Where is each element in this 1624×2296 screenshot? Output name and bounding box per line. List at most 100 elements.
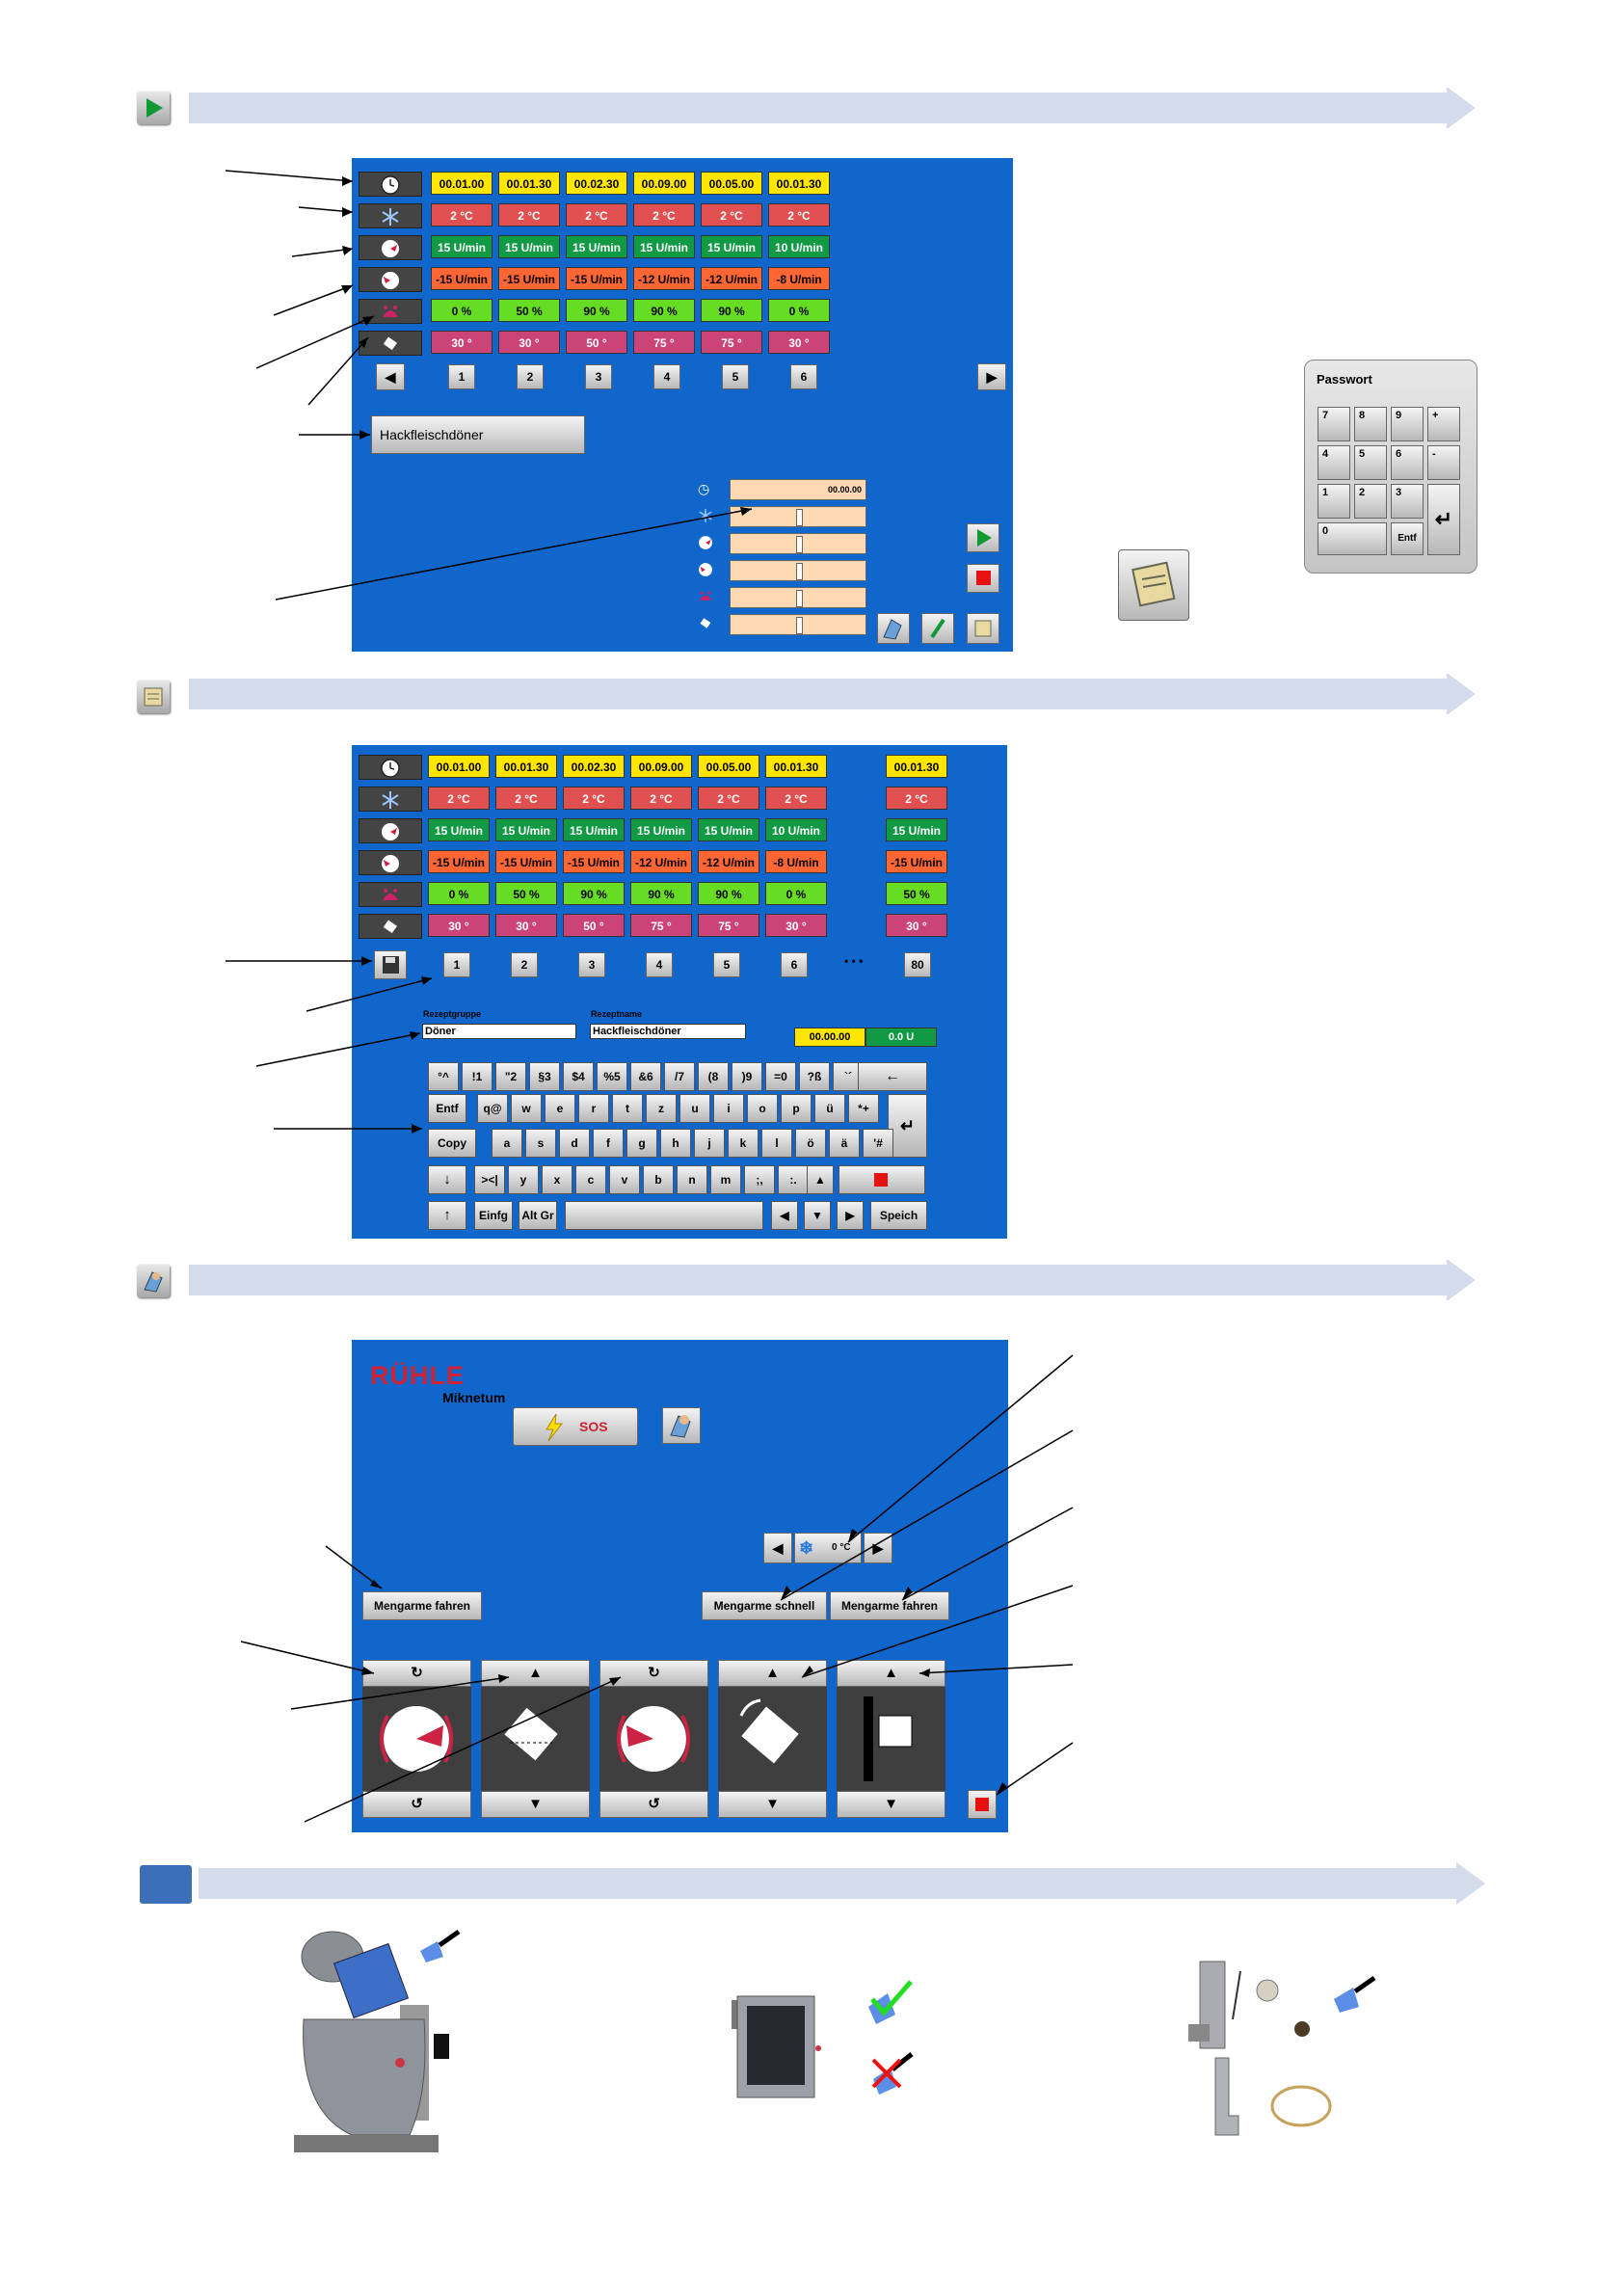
- temperature-cell[interactable]: 2 °C: [498, 203, 560, 227]
- temperature-cell[interactable]: 2 °C: [701, 203, 762, 227]
- key-r3-2[interactable]: d: [559, 1129, 590, 1158]
- angle-cell[interactable]: 30 °: [765, 914, 827, 937]
- step-button-3[interactable]: 3: [578, 952, 605, 977]
- key-r2-4[interactable]: t: [612, 1094, 643, 1123]
- time-cell[interactable]: 00.01.30: [498, 172, 560, 195]
- reverse-speed-cell[interactable]: -8 U/min: [768, 267, 830, 290]
- keypad-key-1[interactable]: 8: [1354, 407, 1387, 441]
- step-button-6[interactable]: 6: [781, 952, 808, 977]
- speed-cell[interactable]: 15 U/min: [498, 235, 560, 258]
- vacuum-cell[interactable]: 90 %: [566, 299, 627, 322]
- key-r4-2[interactable]: x: [542, 1165, 572, 1194]
- keypad-key-0[interactable]: 7: [1318, 407, 1350, 441]
- keypad-key-9[interactable]: 2: [1354, 484, 1387, 519]
- keypad-delete-key[interactable]: Entf: [1391, 522, 1424, 555]
- key-r3-3[interactable]: f: [593, 1129, 624, 1158]
- speed-cell[interactable]: 15 U/min: [431, 235, 493, 258]
- delete-key[interactable]: Entf: [428, 1094, 466, 1123]
- slider-handle[interactable]: [796, 536, 803, 553]
- reverse-speed-cell[interactable]: -15 U/min: [431, 267, 493, 290]
- step-button-80[interactable]: 80: [904, 952, 931, 977]
- alt-gr-key[interactable]: Alt Gr: [519, 1201, 557, 1230]
- key-r1-4[interactable]: $4: [563, 1062, 594, 1091]
- angle-cell[interactable]: 50 °: [563, 914, 625, 937]
- angle-cell[interactable]: 75 °: [630, 914, 692, 937]
- keypad-key-10[interactable]: 3: [1391, 484, 1424, 519]
- column-3-rotate-button[interactable]: ↻: [599, 1660, 708, 1687]
- keypad-key-7[interactable]: -: [1427, 445, 1460, 480]
- keypad-key-4[interactable]: 4: [1318, 445, 1350, 480]
- key-r3-5[interactable]: h: [660, 1129, 691, 1158]
- time-cell[interactable]: 00.01.00: [431, 172, 493, 195]
- angle-cell[interactable]: 75 °: [701, 331, 762, 354]
- step-button-2[interactable]: 2: [517, 364, 544, 389]
- vacuum-cell[interactable]: 90 %: [563, 882, 625, 905]
- step-button-1[interactable]: 1: [443, 952, 470, 977]
- time-cell[interactable]: 00.01.30: [495, 755, 557, 778]
- keypad-key-3[interactable]: +: [1427, 407, 1460, 441]
- key-r4-8[interactable]: ;,: [744, 1165, 775, 1194]
- key-r4-9[interactable]: :.: [778, 1165, 809, 1194]
- reverse-speed-cell[interactable]: -12 U/min: [630, 850, 692, 873]
- recipe-name-button[interactable]: Hackfleischdöner: [371, 415, 585, 454]
- vacuum-cell[interactable]: 0 %: [431, 299, 493, 322]
- slider-handle[interactable]: [796, 590, 803, 607]
- step-button-5[interactable]: 5: [713, 952, 740, 977]
- key-r1-1[interactable]: !1: [462, 1062, 493, 1091]
- vacuum-cell[interactable]: 0 %: [428, 882, 490, 905]
- time-cell[interactable]: 00.01.00: [428, 755, 490, 778]
- reverse-speed-current-slider[interactable]: [730, 560, 866, 581]
- key-r2-10[interactable]: ü: [814, 1094, 845, 1123]
- temperature-cell[interactable]: 2 °C: [765, 787, 827, 810]
- keypad-enter-key[interactable]: ↵: [1427, 484, 1460, 555]
- angle-cell[interactable]: 30 °: [498, 331, 560, 354]
- vacuum-cell[interactable]: 90 %: [701, 299, 762, 322]
- speed-cell[interactable]: 15 U/min: [566, 235, 627, 258]
- time-cell[interactable]: 00.01.30: [765, 755, 827, 778]
- column-1-rotate-back-button[interactable]: ↺: [362, 1791, 471, 1818]
- manual-mode-button-2[interactable]: [662, 1407, 701, 1444]
- key-r1-7[interactable]: /7: [664, 1062, 695, 1091]
- angle-cell[interactable]: 30 °: [495, 914, 557, 937]
- vacuum-cell[interactable]: 50 %: [495, 882, 557, 905]
- key-r4-7[interactable]: m: [710, 1165, 741, 1194]
- key-r4-3[interactable]: c: [575, 1165, 606, 1194]
- vacuum-cell[interactable]: 90 %: [630, 882, 692, 905]
- speed-cell[interactable]: 15 U/min: [428, 818, 490, 841]
- key-r2-11[interactable]: *+: [848, 1094, 879, 1123]
- key-r2-9[interactable]: p: [781, 1094, 812, 1123]
- key-r2-1[interactable]: w: [511, 1094, 542, 1123]
- key-r3-0[interactable]: a: [492, 1129, 522, 1158]
- temp-decrease-button[interactable]: ◀: [763, 1533, 792, 1563]
- reverse-speed-cell[interactable]: -8 U/min: [765, 850, 827, 873]
- temperature-cell[interactable]: 2 °C: [563, 787, 625, 810]
- column-2-down-button[interactable]: ▼: [481, 1791, 590, 1818]
- key-r1-8[interactable]: (8: [698, 1062, 729, 1091]
- edit-button[interactable]: [921, 613, 954, 644]
- reverse-speed-cell-80[interactable]: -15 U/min: [886, 850, 947, 873]
- key-r1-6[interactable]: &6: [630, 1062, 661, 1091]
- angle-cell-80[interactable]: 30 °: [886, 914, 947, 937]
- angle-cell[interactable]: 30 °: [431, 331, 493, 354]
- key-r4-1[interactable]: y: [508, 1165, 539, 1194]
- angle-cell[interactable]: 30 °: [768, 331, 830, 354]
- column-5-up-button[interactable]: ▲: [837, 1660, 945, 1687]
- insert-key[interactable]: Einfg: [474, 1201, 513, 1230]
- reverse-speed-cell[interactable]: -15 U/min: [428, 850, 490, 873]
- reverse-speed-cell[interactable]: -15 U/min: [495, 850, 557, 873]
- shift-key[interactable]: ↑: [428, 1201, 466, 1230]
- vacuum-current-slider[interactable]: [730, 587, 866, 608]
- speed-cell[interactable]: 15 U/min: [633, 235, 695, 258]
- speed-current-slider[interactable]: [730, 533, 866, 554]
- sos-button[interactable]: SOS: [513, 1407, 638, 1446]
- key-r1-3[interactable]: §3: [529, 1062, 560, 1091]
- column-1-rotate-button[interactable]: ↻: [362, 1660, 471, 1687]
- speed-cell[interactable]: 15 U/min: [630, 818, 692, 841]
- speed-cell[interactable]: 10 U/min: [768, 235, 830, 258]
- temperature-cell[interactable]: 2 °C: [566, 203, 627, 227]
- column-5-down-button[interactable]: ▼: [837, 1791, 945, 1818]
- vacuum-cell[interactable]: 90 %: [633, 299, 695, 322]
- temperature-cell[interactable]: 2 °C: [428, 787, 490, 810]
- key-r2-3[interactable]: r: [578, 1094, 609, 1123]
- key-r2-6[interactable]: u: [679, 1094, 710, 1123]
